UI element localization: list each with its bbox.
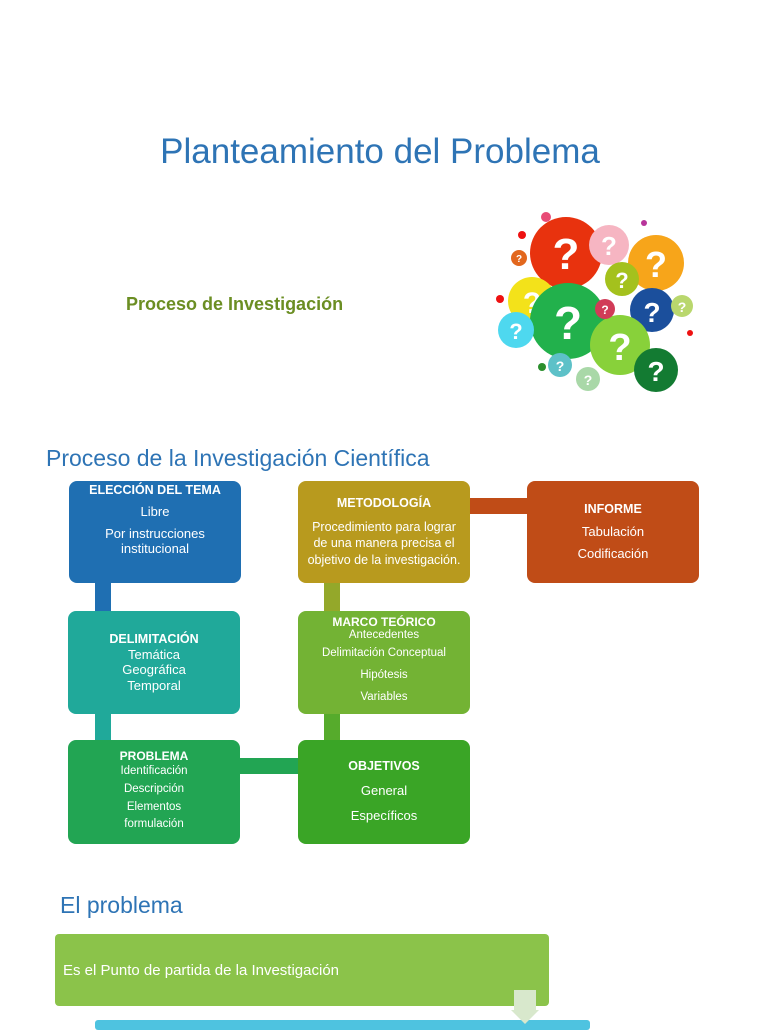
svg-text:?: ? — [643, 297, 660, 328]
connector-problema-objetivos — [239, 758, 299, 774]
box-marco-line-3: Hipótesis — [360, 669, 408, 682]
svg-text:?: ? — [556, 358, 565, 374]
svg-text:?: ? — [554, 297, 582, 349]
box-objetivos-line-2: Específicos — [350, 807, 418, 823]
question-marks-illustration: ? ? ? ? ? ? ? ? ? ? ? ? ? ? ? — [496, 212, 693, 392]
connector-objetivos-marco — [324, 712, 340, 742]
problema-banner: Es el Punto de partida de la Investigaci… — [55, 934, 549, 1006]
box-objetivos-line-1: General — [360, 783, 408, 799]
connector-eleccion-delimitacion — [95, 582, 111, 612]
box-problema-title: PROBLEMA — [119, 748, 189, 763]
connector-delimitacion-problema — [95, 713, 111, 741]
box-eleccion-line-2: Por instrucciones institucional — [105, 525, 205, 557]
page-subtitle: Proceso de Investigación — [126, 294, 344, 314]
svg-text:?: ? — [608, 327, 631, 369]
box-metodologia-title: METODOLOGÍA — [336, 496, 432, 511]
box-informe: INFORME Tabulación Codificación — [527, 481, 699, 583]
box-eleccion-line-1: Libre — [140, 504, 170, 519]
section-heading-process: Proceso de la Investigación Científica — [46, 445, 430, 471]
svg-text:?: ? — [584, 372, 593, 388]
svg-text:?: ? — [615, 268, 628, 293]
svg-text:?: ? — [645, 244, 667, 285]
svg-text:?: ? — [601, 231, 617, 261]
box-metodologia: METODOLOGÍA Procedimiento para lograr de… — [298, 481, 470, 583]
box-informe-line-2: Codificación — [577, 545, 649, 561]
box-delimitacion-line-3: Temporal — [127, 677, 181, 693]
box-problema: PROBLEMA Identificación Descripción Elem… — [68, 740, 240, 844]
box-problema-line-2: Descripción — [123, 782, 185, 795]
page-title: Planteamiento del Problema — [160, 132, 600, 171]
box-problema-line-4: formulación — [124, 818, 184, 831]
svg-text:?: ? — [601, 303, 608, 317]
box-marco-line-4: Variables — [360, 690, 408, 703]
box-marco-line-2: Delimitación Conceptual — [321, 647, 446, 660]
svg-text:?: ? — [553, 230, 580, 279]
box-informe-title: INFORME — [584, 502, 642, 517]
box-eleccion-title: ELECCIÓN DEL TEMA — [89, 483, 221, 497]
svg-text:?: ? — [678, 299, 687, 315]
connector-marco-metodologia — [324, 582, 340, 612]
box-marco-teorico: MARCO TEÓRICO Antecedentes Delimitación … — [298, 611, 470, 714]
svg-text:?: ? — [516, 254, 522, 265]
connector-metodologia-informe — [469, 498, 529, 514]
box-metodologia-line-1: Procedimiento para lograr de una manera … — [307, 520, 461, 567]
section-heading-problema: El problema — [60, 892, 183, 918]
box-delimitacion-line-2: Geográfica — [122, 662, 186, 678]
svg-text:?: ? — [647, 356, 664, 387]
box-problema-line-1: Identificación — [120, 764, 188, 777]
box-marco-line-1: Antecedentes — [348, 629, 420, 642]
box-marco-title: MARCO TEÓRICO — [332, 615, 436, 630]
box-informe-line-1: Tabulación — [581, 523, 645, 539]
box-delimitacion-title: DELIMITACIÓN — [109, 631, 199, 646]
problema-banner-text: Es el Punto de partida de la Investigaci… — [63, 961, 340, 979]
box-delimitacion-line-1: Temática — [127, 646, 181, 662]
down-arrow-icon — [511, 990, 539, 1024]
box-delimitacion: DELIMITACIÓN Temática Geográfica Tempora… — [68, 611, 240, 714]
box-objetivos: OBJETIVOS General Específicos — [298, 740, 470, 844]
box-problema-line-3: Elementos — [126, 800, 182, 813]
box-objetivos-title: OBJETIVOS — [348, 759, 420, 774]
box-eleccion-del-tema: ELECCIÓN DEL TEMA Libre Por instruccione… — [69, 481, 241, 583]
svg-text:?: ? — [509, 319, 522, 344]
